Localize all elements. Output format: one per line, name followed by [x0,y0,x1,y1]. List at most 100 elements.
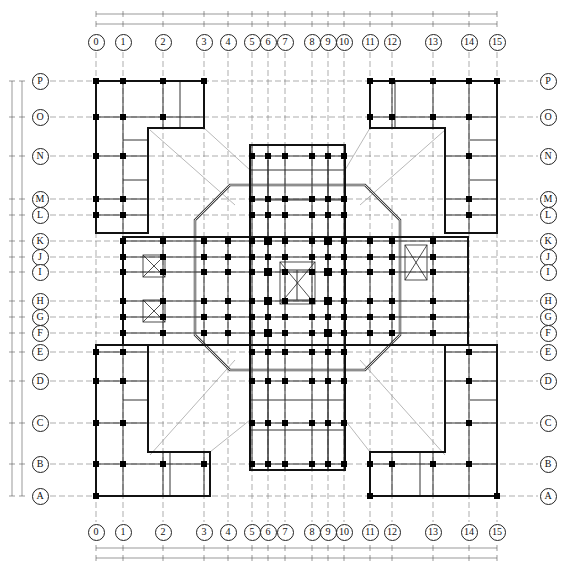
octagon-slab [195,185,400,370]
axis-label: 4 [226,527,231,537]
axis-bubble: 7 [277,524,294,541]
axis-bubble: G [540,309,557,326]
axis-bubble: 6 [260,524,277,541]
axis-bubble: A [540,488,557,505]
axis-label: 7 [283,37,288,47]
axis-label: D [544,376,551,386]
axis-label: M [36,194,45,204]
axis-bubble: D [540,373,557,390]
axis-bubble: N [540,148,557,165]
axis-bubble: 5 [244,524,261,541]
axis-bubble: 1 [115,34,132,51]
axis-bubble: 4 [220,34,237,51]
axis-bubble: C [540,415,557,432]
axis-bubble: M [540,191,557,208]
octagon-slab-inner [195,185,400,370]
axis-bubble: P [32,73,49,90]
axis-bubble: K [32,233,49,250]
axis-bubble: 3 [196,524,213,541]
axis-label: L [37,210,43,220]
axis-bubble: E [32,344,49,361]
axis-label: B [37,459,44,469]
axis-label: 3 [202,37,207,47]
axis-label: I [38,267,41,277]
axis-bubble: O [32,109,49,126]
axis-label: 1 [121,37,126,47]
axis-bubble: C [32,415,49,432]
axis-label: 10 [339,527,349,537]
axis-bubble: O [540,109,557,126]
axis-label: A [544,491,551,501]
axis-bubble: 9 [320,34,337,51]
axis-label: 0 [94,527,99,537]
axis-bubble: H [540,293,557,310]
axis-label: E [545,347,551,357]
axis-label: F [545,328,551,338]
axis-bubble: 13 [425,524,442,541]
outer-walls [96,81,497,496]
axis-label: 10 [339,37,349,47]
axis-bubble: F [32,325,49,342]
axis-label: E [37,347,43,357]
axis-bubble: K [540,233,557,250]
axis-bubble: N [32,148,49,165]
axis-bubble: D [32,373,49,390]
axis-bubble: 15 [489,524,506,541]
axis-label: A [36,491,43,501]
axis-label: 0 [94,37,99,47]
axis-bubble: H [32,293,49,310]
axis-bubble: 14 [461,34,478,51]
axis-label: 8 [310,37,315,47]
axis-label: 2 [161,527,166,537]
axis-bubble: 13 [425,34,442,51]
axis-bubble: 6 [260,34,277,51]
axis-label: G [544,312,551,322]
axis-label: F [37,328,43,338]
axis-bubble: B [540,456,557,473]
axis-bubble: 2 [155,34,172,51]
axis-bubble: B [32,456,49,473]
axis-label: 2 [161,37,166,47]
axis-label: J [546,252,550,262]
axis-label: K [544,236,551,246]
axis-label: 3 [202,527,207,537]
axis-label: 11 [365,527,375,537]
axis-label: N [544,151,551,161]
axis-bubble: 12 [384,34,401,51]
stair-shafts [143,245,427,322]
axis-bubble: L [32,207,49,224]
axis-label: 14 [464,527,474,537]
axis-label: P [545,76,551,86]
axis-bubble: J [32,249,49,266]
axis-bubble: 0 [88,524,105,541]
axis-label: 8 [310,527,315,537]
axis-label: 12 [387,527,397,537]
axis-bubble: 4 [220,524,237,541]
axis-label: 9 [326,37,331,47]
columns [93,78,500,499]
axis-label: B [545,459,552,469]
axis-label: H [544,296,551,306]
axis-bubble: 8 [304,524,321,541]
axis-bubble: I [540,264,557,281]
axis-bubble: A [32,488,49,505]
axis-bubble: 11 [362,34,379,51]
axis-bubble: 12 [384,524,401,541]
axis-bubble: 5 [244,34,261,51]
axis-bubble: E [540,344,557,361]
axis-bubble: 9 [320,524,337,541]
axis-bubble: P [540,73,557,90]
axis-bubble: I [32,264,49,281]
axis-label: 12 [387,37,397,47]
axis-bubble: 14 [461,524,478,541]
axis-bubble: 10 [336,524,353,541]
axis-label: H [36,296,43,306]
axis-label: 5 [250,527,255,537]
axis-label: 1 [121,527,126,537]
core-columns [264,237,332,337]
axis-bubble: 2 [155,524,172,541]
axis-bubble: F [540,325,557,342]
axis-bubble: 3 [196,34,213,51]
